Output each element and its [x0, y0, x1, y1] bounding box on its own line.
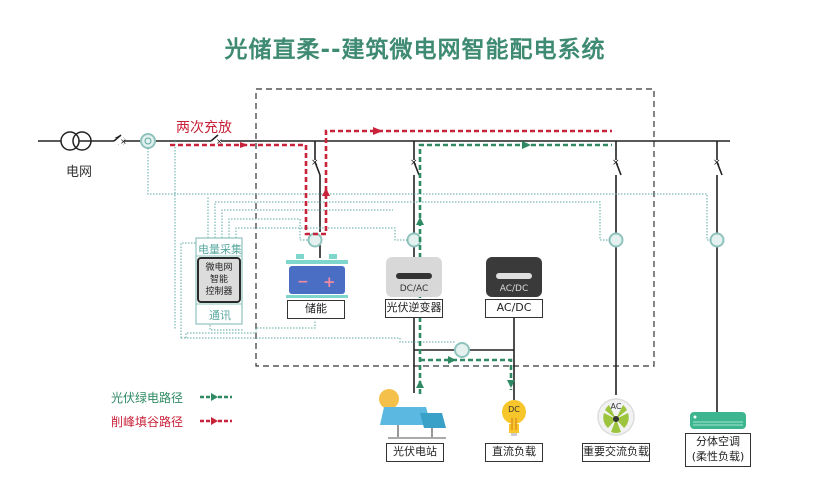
split-ac-icon	[690, 412, 746, 429]
split-ac-label: 分体空调 (柔性负载)	[685, 433, 751, 467]
ac-fan-icon	[597, 398, 635, 436]
peak-breaker-icon: ×	[216, 137, 223, 146]
grid-label: 电网	[66, 165, 93, 180]
legend-red-label: 削峰填谷路径	[111, 415, 184, 429]
svg-text:×: ×	[713, 158, 721, 168]
controller-core-label: 微电网 智能 控制器	[205, 263, 233, 297]
controller-core	[197, 257, 241, 303]
dc-bulb-icon	[502, 400, 526, 436]
communication-label: 通讯	[209, 309, 231, 322]
legend-red-line	[200, 417, 232, 425]
pv-station-label: 光伏电站	[386, 443, 444, 462]
storage-meter-icon	[307, 232, 323, 248]
svg-text:+: +	[323, 273, 336, 291]
svg-text:×: ×	[120, 137, 127, 146]
dc-bus-meter-icon	[454, 342, 470, 358]
diagram-title: 光储直柔--建筑微电网智能配电系统	[224, 37, 606, 63]
svg-text:×: ×	[612, 158, 620, 168]
ac-load-meter-icon	[608, 232, 624, 248]
dc-ac-badge: DC/AC	[399, 284, 429, 294]
peak-label: 两次充放	[176, 120, 232, 136]
acdc-converter-icon	[486, 257, 542, 297]
storage-label: 储能	[287, 300, 345, 319]
peak-valley-path	[170, 129, 612, 236]
legend-green-line	[200, 393, 232, 401]
split-ac-meter-icon	[709, 232, 725, 248]
svg-text:−: −	[297, 274, 309, 290]
grid-meter-icon	[140, 133, 156, 149]
legend-green-label: 光伏绿电路径	[111, 391, 184, 405]
battery-icon: − +	[286, 254, 348, 298]
pv-meter-icon	[406, 232, 422, 248]
ac-badge: AC	[610, 402, 622, 411]
acdc-label: AC/DC	[485, 299, 543, 318]
pv-panel-icon	[379, 389, 446, 439]
dc-badge: DC	[508, 405, 520, 414]
pv-inverter-icon	[386, 257, 442, 297]
dc-load-label: 直流负载	[485, 443, 543, 462]
ac-load-label: 重要交流负载	[582, 443, 650, 462]
transformer-icon	[60, 131, 92, 151]
svg-text:×: ×	[410, 158, 418, 168]
svg-text:×: ×	[311, 158, 319, 168]
ac-dc-badge: AC/DC	[499, 284, 529, 294]
pv-inverter-label: 光伏逆变器	[385, 299, 443, 318]
metering-label: 电量采集	[198, 243, 242, 256]
